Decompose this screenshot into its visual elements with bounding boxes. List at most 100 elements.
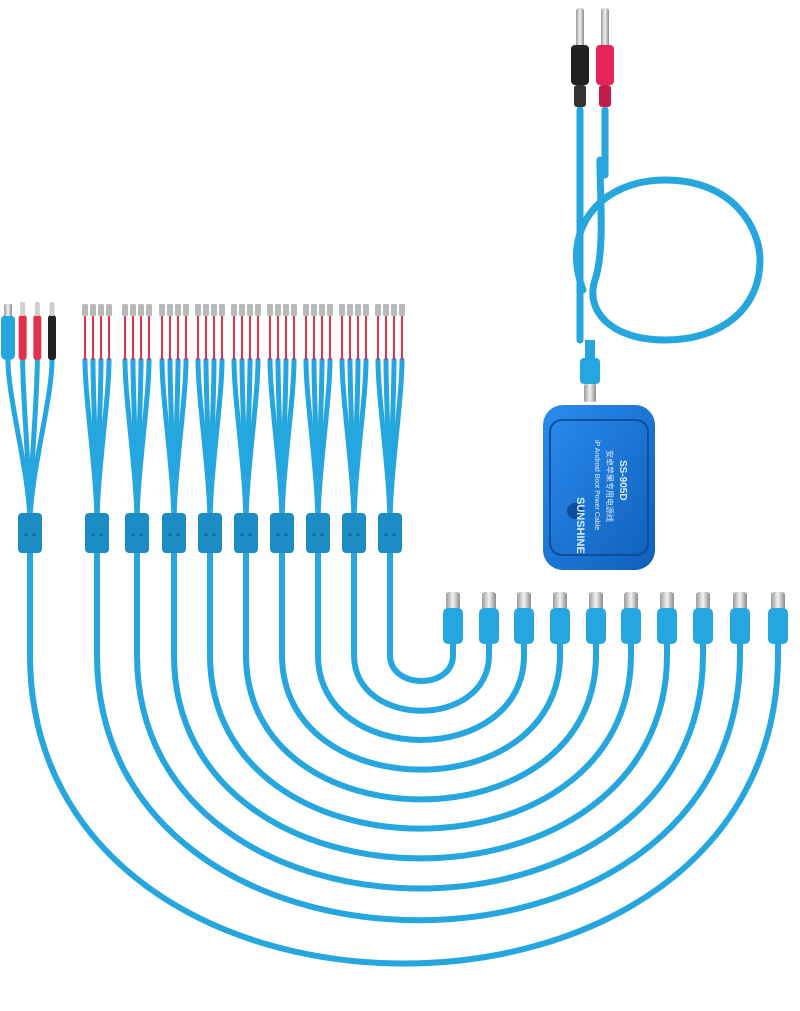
branch-lead bbox=[27, 357, 55, 528]
branch-group bbox=[122, 304, 152, 553]
u-cable bbox=[243, 547, 599, 803]
battery-contact bbox=[255, 304, 261, 316]
usb-c-lead bbox=[1, 315, 15, 360]
box-line1-text: iP Android Boot Power Cable bbox=[593, 440, 600, 530]
branch-lead bbox=[279, 357, 297, 528]
battery-contact bbox=[291, 304, 297, 316]
usb-c-sleeve bbox=[730, 608, 750, 644]
cable-collar bbox=[342, 513, 366, 553]
collar-dot bbox=[284, 533, 288, 537]
usb-c-plug-metal bbox=[553, 592, 567, 610]
cable-collar bbox=[198, 513, 222, 553]
box-model-text: SS-905D bbox=[617, 460, 628, 501]
usb-c-sleeve bbox=[657, 608, 677, 644]
collar-dot bbox=[320, 533, 324, 537]
sunshine-adapter-box: SUNSHINE iP Android Boot Power Cable 安卓苹… bbox=[543, 405, 655, 570]
usb-c-connector bbox=[479, 592, 499, 644]
box-brand-text: SUNSHINE bbox=[574, 497, 586, 554]
branch-group bbox=[82, 304, 112, 553]
battery-contact bbox=[211, 304, 217, 316]
battery-contact bbox=[267, 304, 273, 316]
branch-group bbox=[231, 304, 261, 553]
cable-collar bbox=[306, 513, 330, 553]
usb-c-connector bbox=[443, 592, 463, 644]
collar-dot bbox=[99, 533, 103, 537]
u-cable bbox=[134, 547, 706, 892]
battery-contact bbox=[167, 304, 173, 316]
u-cable bbox=[279, 547, 563, 773]
u-cable bbox=[171, 547, 670, 862]
branch-lead bbox=[351, 357, 369, 528]
battery-contact bbox=[122, 304, 128, 316]
usb-c-sleeve bbox=[443, 608, 463, 644]
usb-c-sleeve bbox=[586, 608, 606, 644]
battery-contact bbox=[399, 304, 405, 316]
collar-dot bbox=[204, 533, 208, 537]
battery-contact bbox=[355, 304, 361, 316]
battery-contact bbox=[195, 304, 201, 316]
cable-collar bbox=[234, 513, 258, 553]
u-shaped-cables bbox=[27, 547, 781, 967]
battery-contact bbox=[247, 304, 253, 316]
branch-group bbox=[159, 304, 189, 553]
u-cable bbox=[351, 547, 492, 714]
clip-tip bbox=[49, 302, 55, 316]
branch-lead bbox=[207, 357, 225, 528]
clip-tip bbox=[34, 302, 40, 316]
branch-lead bbox=[315, 357, 333, 528]
battery-contact bbox=[90, 304, 96, 316]
collar-dot bbox=[276, 533, 280, 537]
battery-contact bbox=[82, 304, 88, 316]
usb-c-plug-metal bbox=[660, 592, 674, 610]
battery-contact bbox=[106, 304, 112, 316]
battery-contact bbox=[347, 304, 353, 316]
cable-collar bbox=[162, 513, 186, 553]
branch-lead bbox=[243, 357, 261, 528]
usb-c-plug-metal bbox=[517, 592, 531, 610]
battery-contact bbox=[391, 304, 397, 316]
usb-c-connector bbox=[730, 592, 750, 644]
usb-c-sleeve bbox=[550, 608, 570, 644]
branch-cable-groups bbox=[1, 302, 405, 553]
u-cable bbox=[94, 547, 743, 924]
usb-c-connector bbox=[550, 592, 570, 644]
u-cable bbox=[315, 547, 527, 743]
branch-group bbox=[267, 304, 297, 553]
collar-dot bbox=[248, 533, 252, 537]
black-banana-plug bbox=[571, 8, 589, 107]
usb-c-connector bbox=[586, 592, 606, 644]
branch-group bbox=[375, 304, 405, 553]
clip-lead bbox=[33, 315, 42, 360]
cable-collar bbox=[378, 513, 402, 553]
battery-contact bbox=[303, 304, 309, 316]
battery-contact bbox=[311, 304, 317, 316]
battery-contact bbox=[219, 304, 225, 316]
battery-contact bbox=[159, 304, 165, 316]
battery-contact bbox=[130, 304, 136, 316]
usb-c-plug-metal bbox=[446, 592, 460, 610]
battery-contact bbox=[275, 304, 281, 316]
box-plug-sleeve bbox=[580, 358, 600, 384]
collar-dot bbox=[176, 533, 180, 537]
u-cable bbox=[207, 547, 634, 832]
collar-dot bbox=[131, 533, 135, 537]
usb-c-sleeve bbox=[768, 608, 788, 644]
battery-contact bbox=[319, 304, 325, 316]
battery-contact bbox=[146, 304, 152, 316]
branch-lead bbox=[171, 357, 189, 528]
battery-contact bbox=[383, 304, 389, 316]
usb-c-plug-metal bbox=[733, 592, 747, 610]
cable-collar bbox=[125, 513, 149, 553]
cable-collar bbox=[18, 513, 42, 553]
battery-contact bbox=[239, 304, 245, 316]
battery-contact bbox=[138, 304, 144, 316]
usb-c-plug-metal bbox=[771, 592, 785, 610]
battery-contact bbox=[327, 304, 333, 316]
branch-group bbox=[195, 304, 225, 553]
branch-group bbox=[1, 302, 56, 553]
collar-dot bbox=[240, 533, 244, 537]
battery-contact bbox=[375, 304, 381, 316]
cable-collar bbox=[270, 513, 294, 553]
battery-contact bbox=[175, 304, 181, 316]
